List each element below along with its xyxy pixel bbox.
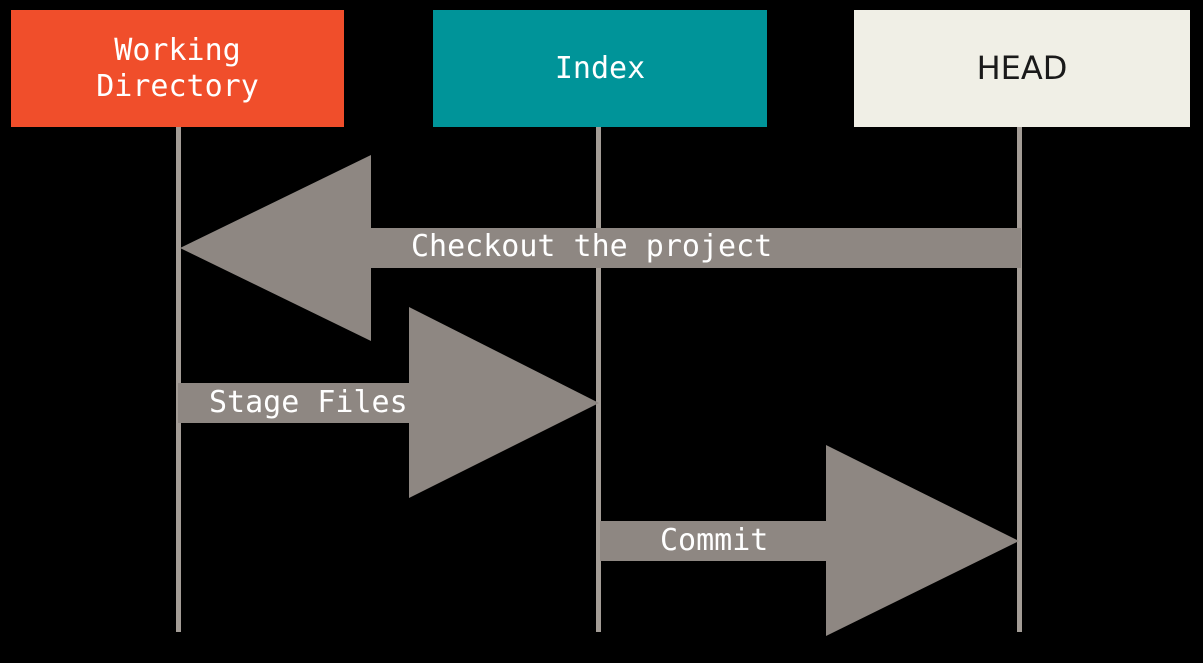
arrow-checkout — [180, 155, 1021, 341]
node-head[interactable]: HEAD — [854, 10, 1190, 127]
lifeline-index — [596, 127, 601, 632]
node-index[interactable]: Index — [433, 10, 767, 127]
arrow-stage-files — [178, 307, 599, 498]
lifeline-head — [1017, 127, 1022, 632]
node-head-label: HEAD — [976, 48, 1068, 87]
node-working-directory[interactable]: Working Directory — [11, 10, 344, 127]
node-working-directory-label: Working Directory — [96, 33, 259, 104]
node-index-label: Index — [554, 50, 646, 86]
arrow-commit — [600, 445, 1019, 636]
lifeline-working-directory — [176, 127, 181, 632]
